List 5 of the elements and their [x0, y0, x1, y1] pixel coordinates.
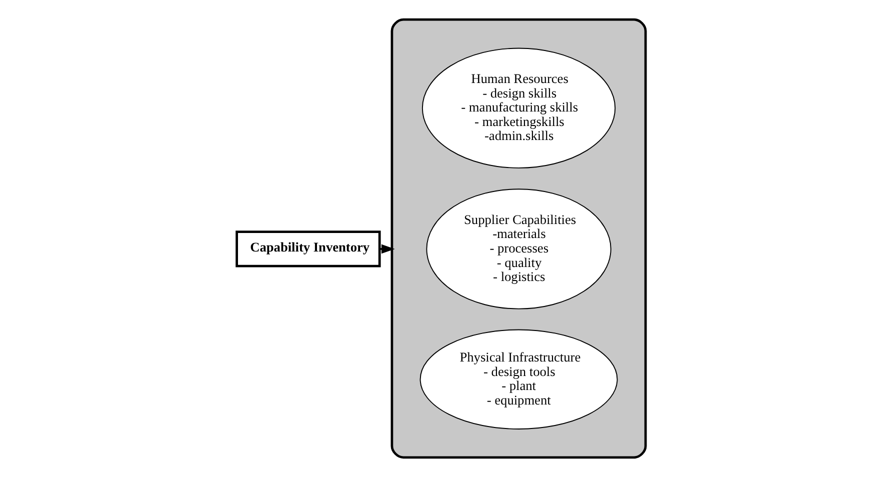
node-box: Capability Inventory	[236, 230, 381, 268]
node-ellipse: Physical Infrastructure - design tools - plant - equipment	[420, 329, 618, 430]
cluster	[390, 18, 647, 459]
node-ellipse: Human Resources - design skills - manufacturing skills - marketingskills -admin.skills	[422, 48, 616, 168]
node-ellipse: Supplier Capabilities -materials - processes - quality - logistics	[426, 188, 612, 310]
